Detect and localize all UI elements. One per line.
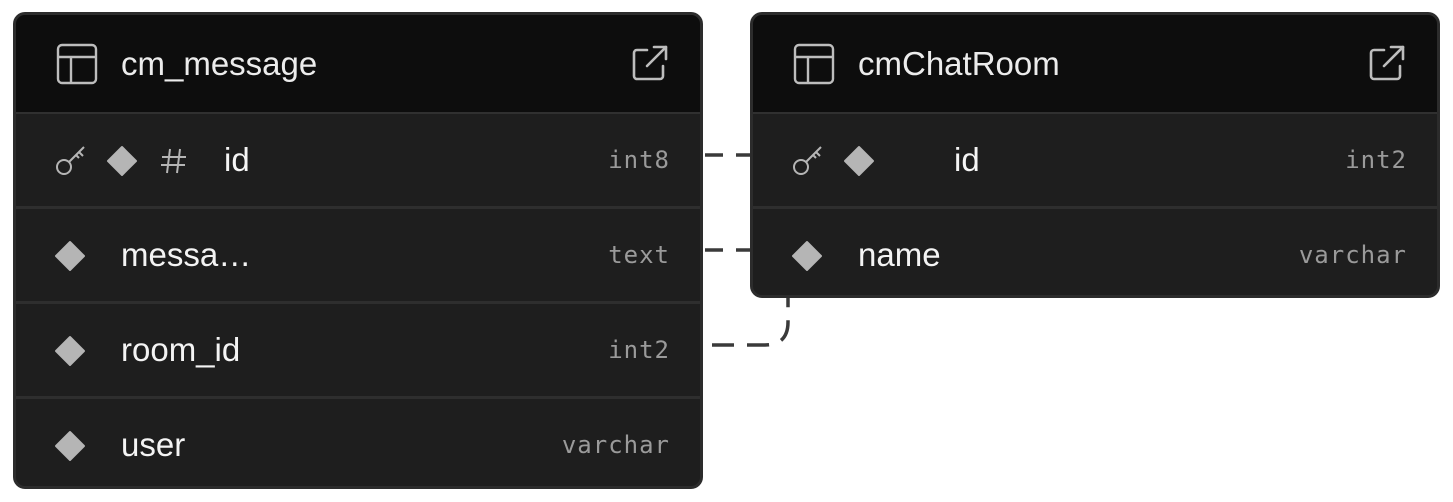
key-icon	[56, 146, 85, 175]
table-name: cm_message	[121, 45, 318, 82]
external-link-icon[interactable]	[1367, 43, 1407, 83]
column-name: room_id	[121, 331, 241, 368]
diamond-icon	[107, 146, 137, 176]
column-name: id	[954, 141, 980, 178]
column-row-id[interactable]: id int2	[753, 114, 1437, 209]
connector-room-id-to-chatroom	[712, 298, 790, 347]
column-name: id	[224, 141, 250, 178]
diamond-icon	[55, 336, 85, 366]
external-link-icon[interactable]	[630, 43, 670, 83]
column-type: text	[608, 241, 670, 269]
column-row-user[interactable]: user varchar	[16, 399, 700, 486]
hash-icon	[161, 148, 186, 174]
table-card-cmchatroom[interactable]: cmChatRoom id int2 name varchar	[750, 12, 1440, 298]
table-card-cm-message[interactable]: cm_message id int8 messa… tex	[13, 12, 703, 489]
column-name: messa…	[121, 236, 252, 273]
column-row-id[interactable]: id int8	[16, 114, 700, 209]
column-row-message[interactable]: messa… text	[16, 209, 700, 304]
diamond-icon	[55, 241, 85, 271]
column-row-room-id[interactable]: room_id int2	[16, 304, 700, 399]
column-type: int2	[608, 336, 670, 364]
column-type: varchar	[1298, 241, 1407, 269]
diamond-icon	[792, 241, 822, 271]
column-type: int2	[1345, 146, 1407, 174]
table-header[interactable]: cm_message	[16, 15, 700, 114]
column-row-name[interactable]: name varchar	[753, 209, 1437, 295]
column-type: varchar	[561, 431, 670, 459]
key-icon	[793, 146, 822, 175]
table-icon	[793, 43, 835, 85]
table-icon	[56, 43, 98, 85]
table-name: cmChatRoom	[858, 45, 1060, 82]
column-name: name	[858, 236, 941, 273]
column-name: user	[121, 426, 186, 463]
diamond-icon	[55, 431, 85, 461]
table-header[interactable]: cmChatRoom	[753, 15, 1437, 114]
column-type: int8	[608, 146, 670, 174]
diamond-icon	[844, 146, 874, 176]
